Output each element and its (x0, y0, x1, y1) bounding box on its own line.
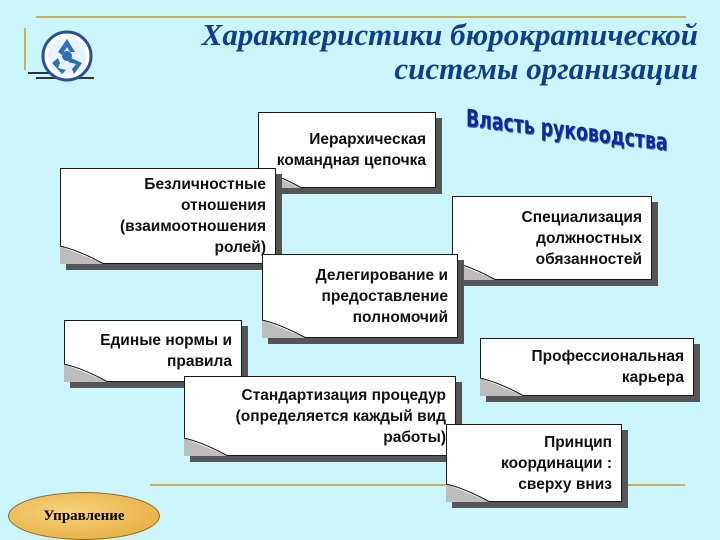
top-rule (36, 16, 686, 18)
card-specialization-text: Специализация должностных обязанностей (521, 208, 642, 268)
card-impersonal-text: Безличностные отношения (взаимоотношения… (119, 176, 266, 256)
title-line-1: Характеристики бюрократической (201, 17, 698, 52)
management-nav-button[interactable]: Управление (8, 492, 160, 540)
card-standardization-text: Стандартизация процедур (определяется ка… (235, 386, 446, 446)
management-nav-label: Управление (43, 507, 125, 524)
left-rule (24, 28, 26, 70)
card-norms: Единые нормы и правила (64, 320, 242, 382)
title-line-2: системы организации (394, 51, 698, 86)
card-career: Профессиональная карьера (480, 338, 694, 396)
recycle-logo-icon (36, 28, 98, 90)
card-specialization: Специализация должностных обязанностей (452, 196, 652, 280)
diagram-subtitle: Власть руководства (466, 104, 668, 157)
card-hierarchy: Иерархическая командная цепочка (258, 112, 436, 188)
card-career-text: Профессиональная карьера (531, 348, 684, 386)
page-title: Характеристики бюрократической системы о… (78, 18, 698, 86)
card-delegation-text: Делегирование и предоставление полномочи… (315, 266, 448, 326)
card-delegation: Делегирование и предоставление полномочи… (262, 254, 458, 338)
card-standardization: Стандартизация процедур (определяется ка… (184, 376, 456, 456)
card-impersonal: Безличностные отношения (взаимоотношения… (60, 168, 276, 264)
card-hierarchy-text: Иерархическая командная цепочка (276, 131, 426, 169)
bottom-rule (150, 484, 685, 486)
card-coordination-text: Принцип координации : сверху вниз (501, 433, 612, 493)
fold-corner-icon (452, 262, 496, 280)
card-coordination: Принцип координации : сверху вниз (446, 424, 622, 502)
card-norms-text: Единые нормы и правила (100, 332, 232, 370)
